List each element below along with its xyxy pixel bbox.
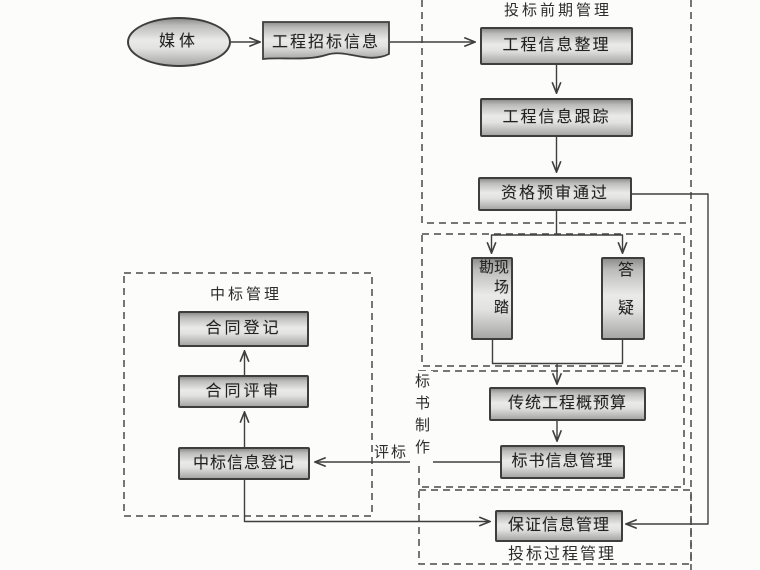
section-label-win-mgmt: 中标管理 — [209, 287, 282, 303]
edge-winreg-to-guarantee — [243, 480, 490, 522]
solid-connectors — [231, 42, 709, 524]
document-shape — [262, 21, 390, 61]
pre-bid-section-frame — [421, 0, 691, 224]
node-answer: 答疑 — [601, 257, 645, 340]
node-guarantee: 保证信息管理 — [495, 510, 623, 542]
edge-branch-to-survey-answer — [492, 234, 623, 252]
node-site-survey: 现场踏勘 — [471, 257, 513, 340]
edge-merge-survey-answer — [491, 340, 624, 365]
node-budget: 传统工程概预算 — [489, 387, 646, 421]
node-tender-info-label: 工程招标信息 — [271, 33, 380, 51]
section-label-pre-bid: 投标前期管理 — [503, 3, 612, 19]
node-info-organize: 工程信息整理 — [480, 27, 633, 65]
bid-prep-section-frame — [418, 370, 685, 488]
node-contract-review: 合同评审 — [178, 375, 309, 408]
section-label-bid-process: 投标过程管理 — [507, 546, 616, 563]
edge-label-evaluate: 评标 — [374, 445, 409, 461]
node-prequalify: 资格预审通过 — [478, 177, 632, 211]
node-win-register: 中标信息登记 — [178, 447, 310, 480]
survey-section-frame — [421, 233, 685, 367]
node-info-track: 工程信息跟踪 — [480, 98, 633, 137]
edge-prequalify-to-guarantee — [627, 193, 709, 524]
node-media: 媒体 — [127, 17, 231, 67]
node-contract-register: 合同登记 — [178, 311, 309, 347]
section-label-bid-prep: 标书制作 — [410, 371, 433, 463]
node-tender-info: 工程招标信息 — [262, 21, 390, 68]
node-bid-doc: 标书信息管理 — [500, 445, 625, 479]
win-mgmt-section-frame — [123, 272, 373, 517]
bid-process-section-frame — [418, 489, 692, 565]
dashed-frames — [123, 0, 692, 570]
